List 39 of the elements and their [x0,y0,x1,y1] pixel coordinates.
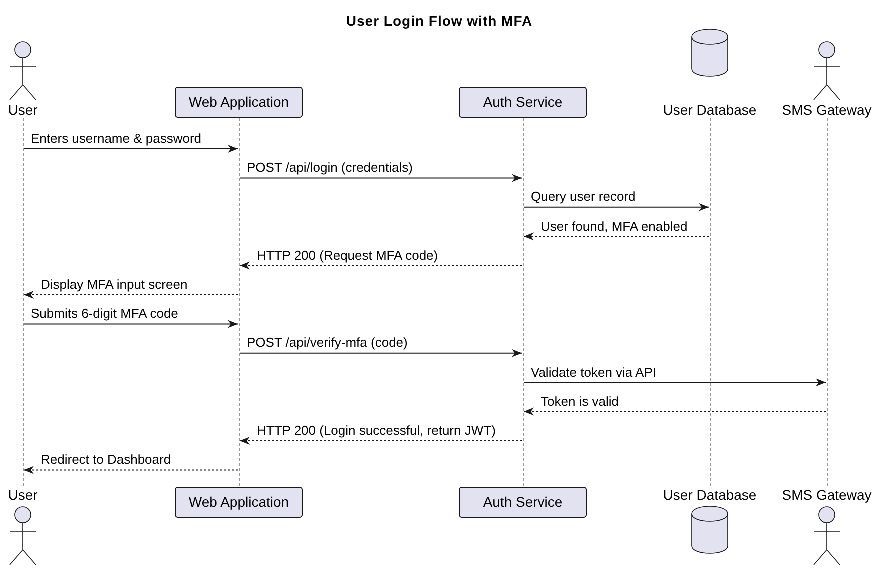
message-label: Redirect to Dashboard [40,452,172,468]
participant-label: User [7,487,39,503]
participant-label: SMS Gateway [781,487,873,503]
lifeline [522,118,524,486]
message-label: POST /api/verify-mfa (code) [246,335,409,350]
return-arrow [240,437,522,445]
message-label: HTTP 200 (Request MFA code) [256,248,440,263]
participant-label: User Database [662,487,758,503]
message-label: Enters username & password [30,131,203,146]
return-arrow [524,232,710,241]
lifeline [826,118,828,486]
message-label: Display MFA input screen [40,277,189,292]
lifeline [238,118,240,486]
diagram-title: User Login Flow with MFA [345,13,534,29]
participant-label: User Database [662,102,758,118]
return-arrow [524,408,826,416]
participant-box: Auth Service [459,87,587,118]
message-label: User found, MFA enabled [540,218,689,234]
message-label: POST /api/login (credentials) [246,160,414,176]
message-label: Query user record [530,189,637,204]
return-arrow [24,466,238,474]
participant-box: Web Application [175,87,303,118]
message-label: Submits 6-digit MFA code [30,306,180,322]
participant-box: Web Application [175,487,303,518]
message-label: Validate token via API [530,364,658,380]
message-arrow [24,320,238,328]
participant-label: User [7,102,39,118]
message-arrow [24,145,238,153]
message-label: Token is valid [540,394,620,409]
participant-box: Auth Service [459,487,587,518]
participant-label: SMS Gateway [781,102,873,118]
message-arrow [524,378,826,387]
return-arrow [24,291,238,299]
return-arrow [240,262,522,270]
message-arrow [240,174,522,182]
lifeline [22,118,24,486]
message-arrow [524,203,710,212]
message-label: HTTP 200 (Login successful, return JWT) [256,423,497,438]
message-arrow [240,349,522,358]
